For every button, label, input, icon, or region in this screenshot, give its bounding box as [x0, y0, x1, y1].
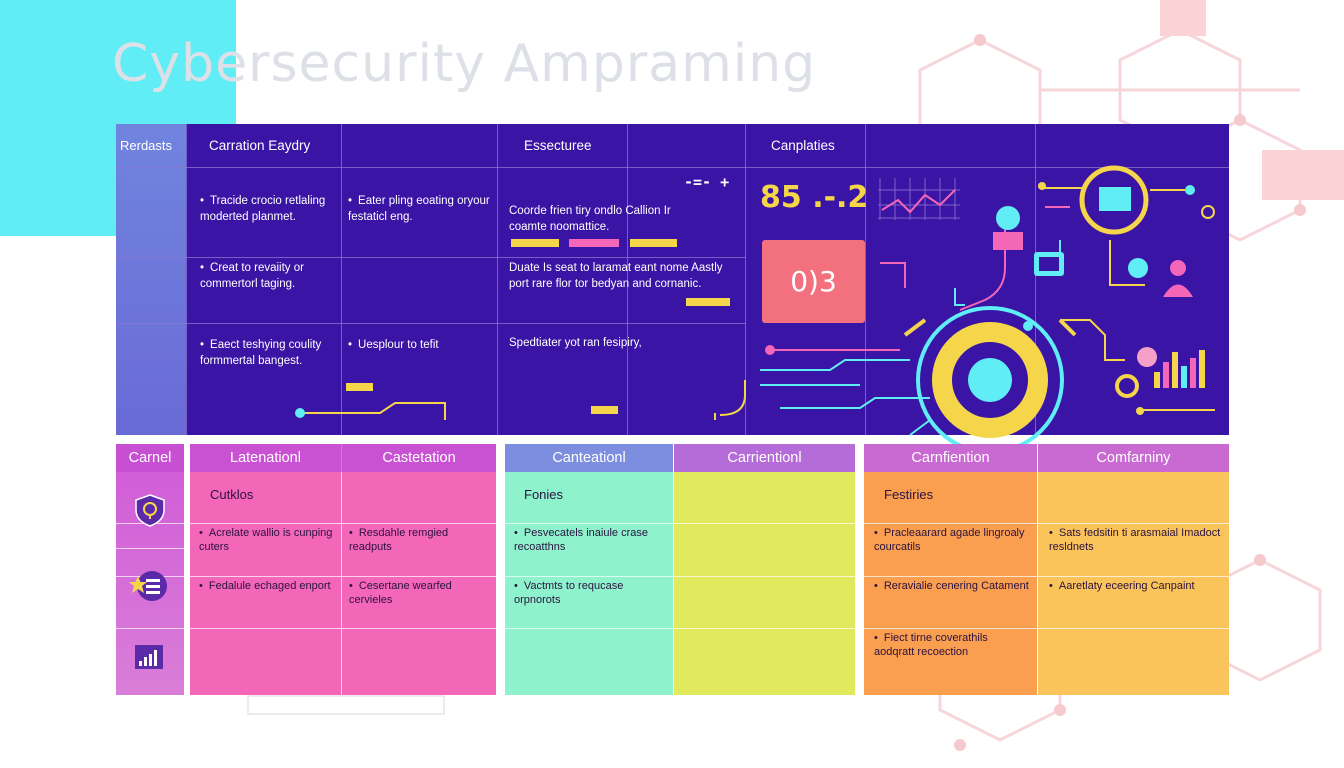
- col-header[interactable]: Carnfiention: [864, 444, 1037, 472]
- yellow-bar: [591, 406, 618, 414]
- list-item: Cesertane wearfed cervieles: [349, 579, 489, 607]
- col-header[interactable]: Carrientionl: [674, 444, 855, 472]
- grid-line: [116, 257, 746, 258]
- grid-line: [116, 523, 1229, 524]
- grid-line: [341, 124, 342, 435]
- metric-value: 85 .-.2: [760, 180, 869, 215]
- col-header[interactable]: Canteationl: [505, 444, 673, 472]
- top-cell-text: Eater pling eoating oryour festaticl eng…: [348, 193, 493, 225]
- col-header[interactable]: Latenationl: [190, 444, 341, 472]
- top-cell-text: Spedtiater yot ran fesipiry,: [509, 337, 642, 349]
- yellow-section: [674, 444, 855, 695]
- top-cell-text: Uesplour to tefit: [348, 337, 493, 353]
- yellow-bar: [511, 239, 559, 247]
- lightorange-section: [1038, 444, 1229, 695]
- grid-line: [1035, 124, 1036, 435]
- page-title: Cybersecurity Ampraming: [112, 34, 817, 94]
- section-title: Festiries: [884, 487, 934, 502]
- top-cell-text: Duate Is seat to laramat eant nome Aastl…: [509, 262, 723, 290]
- grid-line: [497, 124, 498, 435]
- top-sidebar: [116, 124, 186, 435]
- top-cell-text: Creat to revaiity or commertorl taging.: [200, 260, 340, 292]
- top-header-3[interactable]: Canplaties: [771, 138, 835, 153]
- list-item: Acrelate wallio is cunping cuters: [199, 526, 334, 554]
- pink-section: [190, 444, 496, 695]
- grid-line: [116, 167, 866, 168]
- col-header[interactable]: Castetation: [342, 444, 496, 472]
- list-item: Resdahle remgied readputs: [349, 526, 489, 554]
- section-title: Cutklos: [210, 487, 254, 502]
- list-item: Reravialie cenering Catament: [874, 579, 1029, 593]
- grid-line: [116, 576, 1229, 577]
- shield-icon[interactable]: [132, 492, 168, 528]
- list-item: Vactmts to requcase orpnorots: [514, 579, 664, 607]
- col-header[interactable]: Comfarniny: [1038, 444, 1229, 472]
- mint-section: [505, 444, 673, 695]
- section-title: Fonies: [524, 487, 564, 502]
- grid-line: [866, 167, 1229, 168]
- grid-line: [341, 472, 342, 695]
- grid-line: [116, 628, 1229, 629]
- list-item: Aaretlaty eceering Canpaint: [1049, 579, 1221, 593]
- grid-line: [745, 124, 746, 435]
- top-cell-text: Eaect teshying coulity formmertal banges…: [200, 337, 340, 369]
- yellow-bar: [630, 239, 677, 247]
- grid-line: [1037, 472, 1038, 695]
- code-mark: -=- +: [684, 173, 730, 191]
- top-cell-text: Tracide crocio retlaling moderted planme…: [200, 193, 340, 225]
- grid-line: [116, 548, 184, 549]
- yellow-bar: [346, 383, 373, 391]
- yellow-bar: [686, 298, 730, 306]
- list-item: Fiect tirne coverathils aodqratt recoect…: [874, 631, 1029, 659]
- list-item: Sats fedsitin ti arasmaial Imadoct resld…: [1049, 526, 1221, 554]
- top-cell-text: Coorde frien tiry ondlo Callion Ir coamt…: [509, 205, 671, 233]
- top-header-2[interactable]: Essecturee: [524, 138, 592, 153]
- list-item: Pracleaarard agade lingroaly courcatils: [874, 526, 1029, 554]
- list-item: Pesvecatels inaiule crase recoatthns: [514, 526, 664, 554]
- grid-line: [186, 124, 187, 435]
- grid-line: [116, 323, 746, 324]
- pink-metric-value: 0)3: [790, 265, 837, 298]
- top-header-sidebar: Rerdasts: [120, 138, 173, 153]
- top-header-1[interactable]: Carration Eaydry: [209, 138, 311, 153]
- star-card-icon[interactable]: [128, 568, 170, 604]
- pink-bar: [569, 239, 619, 247]
- bottom-side-header: Carnel: [116, 444, 184, 472]
- pink-metric-box[interactable]: 0)3: [762, 240, 865, 323]
- grid-line: [627, 124, 628, 435]
- bar-chart-icon[interactable]: [134, 643, 166, 671]
- grid-line: [865, 124, 866, 435]
- list-item: Fedalule echaged enport: [199, 579, 334, 593]
